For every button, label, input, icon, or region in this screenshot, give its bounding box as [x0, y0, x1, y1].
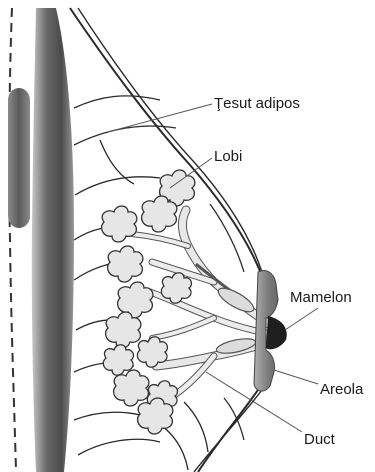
- label-adipose: Ţesut adipos: [214, 95, 300, 112]
- label-duct: Duct: [304, 431, 336, 448]
- adipose-leader: [108, 104, 212, 132]
- rib-shape: [8, 88, 30, 228]
- label-lobes: Lobi: [214, 148, 242, 165]
- dashed-outline: [9, 8, 16, 470]
- nipple-shape: [266, 316, 287, 349]
- chest-wall-muscle: [32, 8, 74, 472]
- label-nipple: Mamelon: [290, 289, 352, 306]
- label-areola: Areola: [320, 381, 364, 398]
- areola-leader: [274, 370, 318, 384]
- nipple-leader: [285, 308, 318, 330]
